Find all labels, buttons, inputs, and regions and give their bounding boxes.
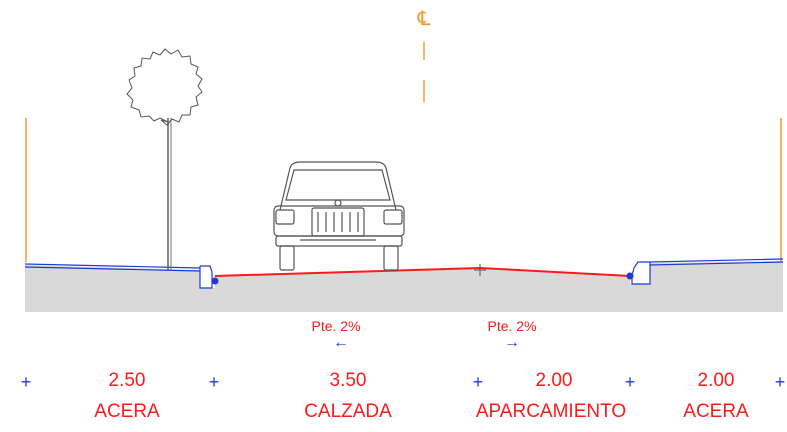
curb-point-left <box>211 277 219 285</box>
section-width: 2.00 <box>697 370 735 391</box>
slope-label-right: Pte. 2% <box>487 318 537 334</box>
dimension-tick: + <box>208 372 220 392</box>
section-name: CALZADA <box>304 401 392 422</box>
dimension-tick: + <box>624 372 636 392</box>
section-width: 2.50 <box>108 370 146 391</box>
section-name: ACERA <box>94 401 160 422</box>
section-name: APARCAMIENTO <box>475 401 627 422</box>
dimension-tick: + <box>20 372 32 392</box>
section-name: ACERA <box>683 401 749 422</box>
section-width: 3.50 <box>329 370 367 391</box>
tree-icon <box>126 48 203 270</box>
section-width: 2.00 <box>535 370 573 391</box>
slope-arrow-right: → <box>504 334 520 351</box>
ground-fill <box>25 261 783 312</box>
dimension-tick: + <box>472 372 484 392</box>
centerline-icon: ℄ <box>417 8 431 30</box>
dimension-tick: + <box>774 372 786 392</box>
slope-arrow-left: ← <box>333 334 349 351</box>
slope-label-left: Pte. 2% <box>311 318 361 334</box>
car-front-icon <box>273 161 405 271</box>
curb-point-right <box>626 272 634 280</box>
